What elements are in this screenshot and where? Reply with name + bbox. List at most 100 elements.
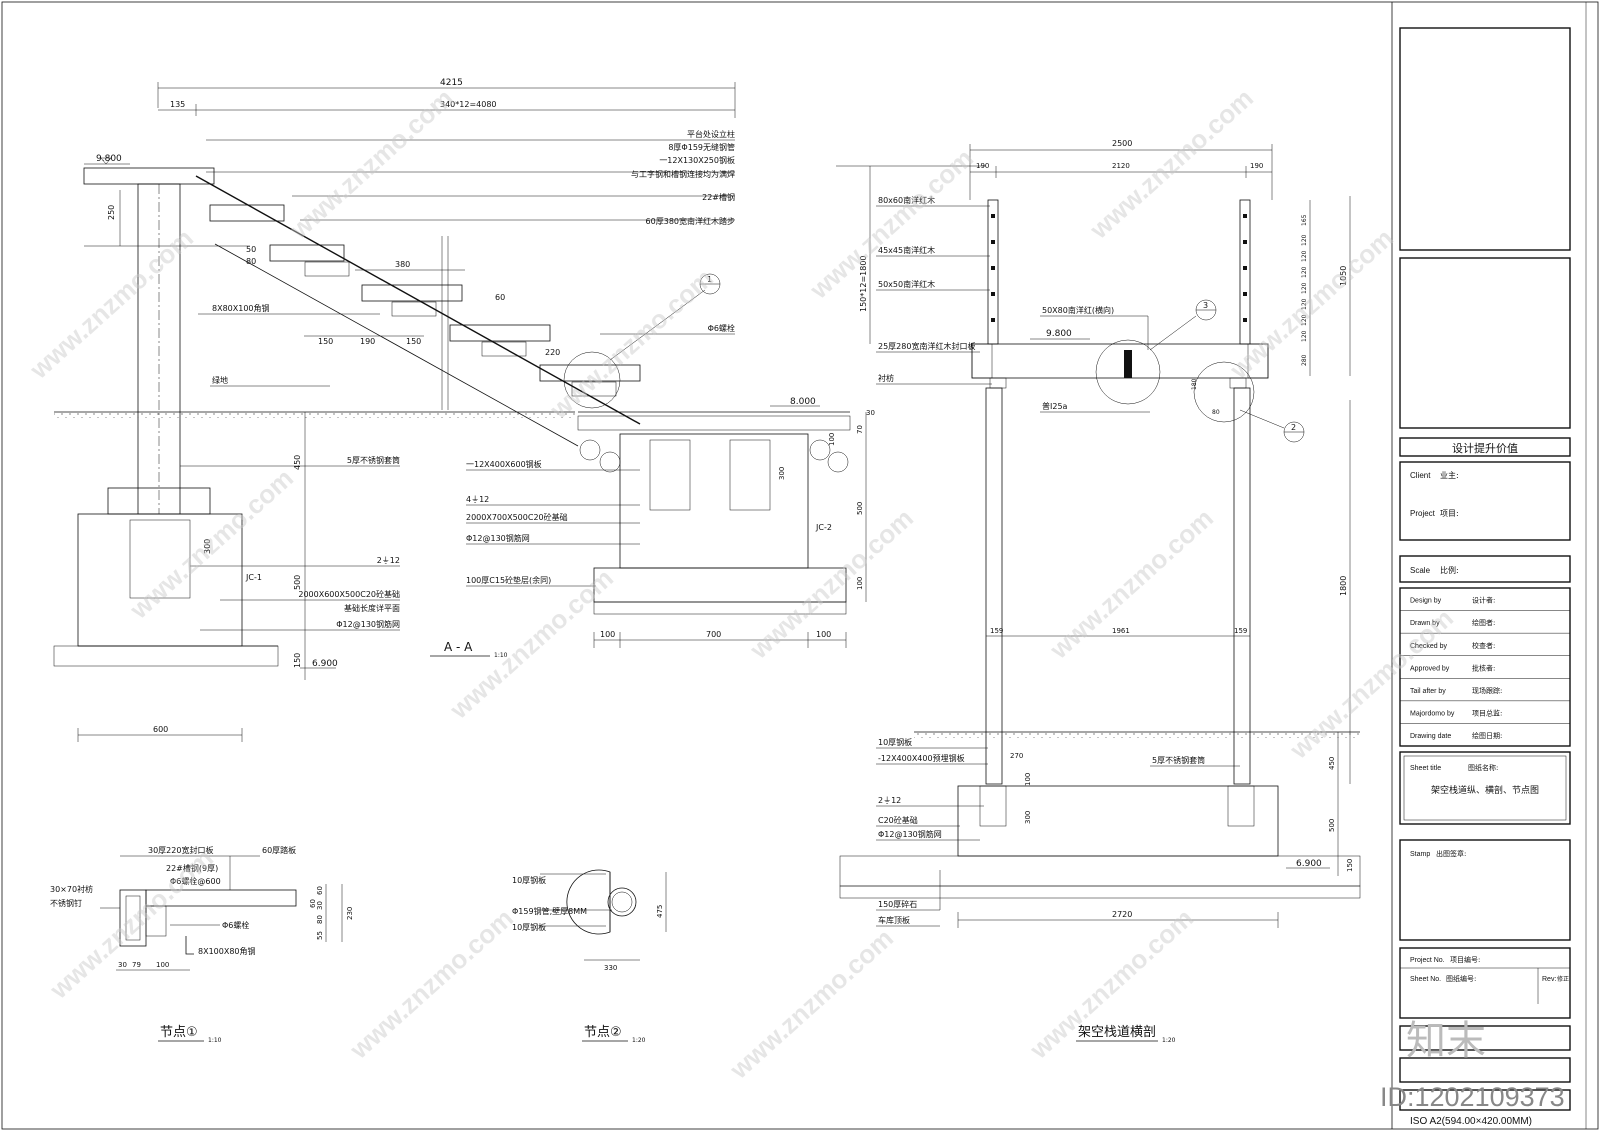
cx-label-seal: 25厚280宽南洋红木封口板	[878, 341, 975, 351]
section-aa: 4215 135 340*12=4080 9.800 250	[53, 78, 875, 742]
tb-row-label: Design by	[1410, 598, 1442, 605]
dim-w150b: 150	[406, 337, 421, 346]
label-found2: 2000X700X500C20砼基础	[466, 512, 568, 522]
logo-zhimo: 知末	[1406, 1018, 1486, 1064]
label-l3: 一12X130X250钢板	[659, 155, 735, 165]
n1-dim-i: 100	[156, 961, 169, 969]
tb-sheet-no-label: Sheet No.	[1410, 976, 1441, 983]
tb-row-cn: 绘图者:	[1472, 618, 1495, 627]
dim-base-w: 600	[153, 725, 168, 734]
dim-b100a: 100	[600, 630, 615, 639]
dim-d70: 70	[856, 425, 864, 434]
n1-dim-h: 79	[132, 961, 141, 969]
dim-d220: 220	[545, 348, 560, 357]
watermark-layer: www.znzmo.com www.znzmo.com www.znzmo.com w…	[23, 83, 1459, 1085]
cx-label-roof: 车库顶板	[878, 915, 910, 925]
cx-dim-s120e: 120	[1301, 298, 1308, 310]
scale-aa: 1:10	[494, 652, 508, 659]
dim-tread: 380	[395, 260, 410, 269]
cx-dim-d180: 180	[1191, 378, 1198, 390]
label-l4: 与工字钢和槽钢连接均为满焊	[631, 169, 735, 179]
cx-level-bottom: 6.900	[1296, 859, 1322, 869]
cx-label-rebar: 2⏚12	[878, 796, 901, 805]
dim-d80: 80	[246, 257, 256, 266]
cx-dim-rail: 150*12=1800	[859, 255, 868, 312]
cx-dim-base: 2720	[1112, 910, 1132, 919]
dim-rise: 250	[107, 205, 116, 220]
label-l2: 8厚Φ159无缝钢管	[668, 142, 735, 152]
n1-bolt: Φ6螺栓	[222, 920, 249, 930]
callout-1: 1	[707, 275, 712, 284]
cx-dim-s165: 165	[1301, 214, 1308, 226]
tb-sheet-title-label: Sheet title	[1410, 765, 1441, 772]
cx-label-embed: -12X400X400预埋钢板	[878, 753, 965, 763]
cx-dim-g100: 100	[1024, 773, 1032, 786]
watermark-text: www.znzmo.com	[43, 843, 219, 1005]
label-jc1: JC-1	[245, 573, 262, 582]
watermark-text: www.znzmo.com	[1283, 603, 1459, 765]
tb-stamp-cn: 出图签章:	[1436, 849, 1466, 858]
label-bolt: Φ6螺栓	[708, 323, 735, 333]
cx-label-beam: 50X80南洋红(横向)	[1042, 305, 1114, 315]
cx-dim-mid: 2120	[1112, 162, 1130, 170]
cx-dim-rh1: 1050	[1339, 266, 1348, 286]
n1-tread: 60厚踏板	[262, 845, 296, 855]
n1-bolt600: Φ6螺栓@600	[170, 876, 221, 886]
dim-d100b: 100	[856, 577, 864, 590]
cx-dim-s120g: 120	[1301, 330, 1308, 342]
tb-client-label: Client	[1410, 471, 1431, 480]
watermark-text: www.znzmo.com	[283, 83, 459, 245]
dim-b700: 700	[706, 630, 721, 639]
id-text: ID:1202109373	[1380, 1082, 1565, 1112]
label-found1: 2000X600X500C20砼基础	[298, 589, 400, 599]
cx-label-gravel: 150厚碎石	[878, 899, 917, 909]
cx-level-deck: 9.800	[1046, 329, 1072, 339]
cx-label-plate10: 10厚钢板	[878, 737, 912, 747]
dim-d60: 60	[495, 293, 505, 302]
tb-row-label: Checked by	[1410, 643, 1447, 650]
level-bottom: 6.900	[312, 659, 338, 669]
n1-seal: 30厚220宽封口板	[148, 845, 213, 855]
tb-row-cn: 校查者:	[1472, 641, 1495, 650]
n1-dim-d: 60	[309, 899, 317, 908]
tb-sheet-title-cn: 图纸名称:	[1468, 763, 1498, 772]
label-plate2: 一12X400X600钢板	[466, 459, 542, 469]
dim-steps: 340*12=4080	[440, 100, 497, 109]
label-l6: 60厚380宽南洋红木踏步	[646, 216, 735, 226]
dim-total: 4215	[440, 78, 463, 88]
dim-w150a: 150	[318, 337, 333, 346]
cx-callout-2: 2	[1291, 423, 1296, 432]
cx-dim-s120c: 120	[1301, 266, 1308, 278]
dim-d450: 450	[293, 455, 302, 470]
scale-node1: 1:10	[208, 1037, 222, 1044]
cx-label-ibeam: 普I25a	[1042, 401, 1068, 411]
label-found1b: 基础长度详平面	[344, 603, 400, 613]
cx-label-found: C20砼基础	[878, 815, 918, 825]
watermark-text: www.znzmo.com	[723, 923, 899, 1085]
label-mesh2: Φ12@130钢筋网	[466, 533, 530, 543]
tb-paper: ISO A2(594.00×420.00MM)	[1410, 1116, 1532, 1127]
n1-channel: 22#槽钢(9厚)	[166, 863, 218, 873]
watermark-text: www.znzmo.com	[1083, 83, 1259, 245]
cx-dim-c159a: 159	[990, 627, 1003, 635]
n2-dim-w: 330	[604, 964, 617, 972]
cx-label-mesh: Φ12@130钢筋网	[878, 829, 942, 839]
dim-d500b: 500	[856, 502, 864, 515]
dim-d150: 150	[293, 653, 302, 668]
label-sleeve: 5厚不锈钢套筒	[347, 455, 400, 465]
cx-dim-g270: 270	[1010, 752, 1023, 760]
n1-dim-c: 80	[316, 915, 324, 924]
cx-dim-s120b: 120	[1301, 250, 1308, 262]
dim-left: 135	[170, 100, 185, 109]
label-jc2: JC-2	[815, 523, 832, 532]
watermark-text: www.znzmo.com	[1043, 503, 1219, 665]
cx-dim-s120f: 120	[1301, 314, 1308, 326]
label-grass: 绿地	[212, 375, 228, 385]
tb-row-label: Tail after by	[1410, 688, 1446, 695]
tb-scale-label: Scale	[1410, 566, 1431, 575]
title-block: 设计提升价值 Client 业主: Project 项目: Scale 比例: …	[1380, 2, 1587, 1129]
n1-nail: 不锈钢钉	[50, 898, 82, 908]
cx-dim-s120d: 120	[1301, 282, 1308, 294]
